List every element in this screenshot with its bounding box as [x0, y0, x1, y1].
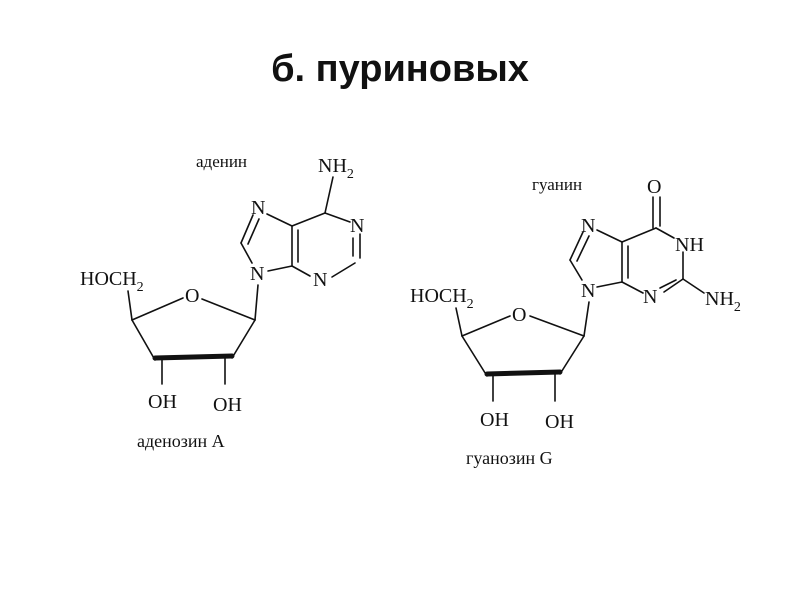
guanosine-hoch2: HOCH2 [410, 285, 474, 312]
adenine-amino-group: NH2 [318, 155, 354, 182]
adenosine-ribose-ring [127, 290, 256, 385]
guanosine-ring-oxygen: O [512, 304, 526, 326]
adenine-label: аденин [196, 152, 247, 171]
guanosine-caption: гуанозин G [466, 448, 553, 468]
adenine-n9: N [250, 263, 264, 285]
adenine-imidazole-ring [240, 213, 293, 272]
bond [682, 278, 705, 294]
slide-title: б. пуриновых [271, 48, 529, 90]
guanine-nh: NH [675, 234, 704, 256]
guanine-n9: N [581, 280, 595, 302]
adenosine-oh-left: OH [148, 391, 177, 413]
adenosine-caption: аденозин А [137, 431, 225, 451]
guanosine-ribose-ring [455, 307, 585, 402]
guanine-n7: N [581, 215, 595, 237]
guanine-n3: N [643, 286, 657, 308]
guanine-label: гуанин [532, 175, 582, 194]
adenosine-hoch2: HOCH2 [80, 268, 144, 295]
adenine-n7: N [251, 197, 265, 219]
guanine-pyrimidine-ring [621, 227, 684, 294]
glycosidic-bond [254, 284, 259, 321]
bond [324, 176, 334, 214]
adenosine-ring-oxygen: O [185, 285, 199, 307]
guanine-imidazole-ring [569, 229, 623, 288]
guanine-carbonyl-oxygen: O [647, 176, 661, 198]
glycosidic-bond [583, 301, 590, 337]
adenine-n3: N [313, 269, 327, 291]
guanosine-oh-right: OH [545, 411, 574, 433]
guanosine-oh-left: OH [480, 409, 509, 431]
adenine-n1: N [350, 215, 364, 237]
adenine-pyrimidine-ring [291, 212, 361, 278]
adenosine-structure: аденин NH2 [80, 152, 364, 451]
guanosine-structure: гуанин O N [410, 175, 741, 468]
guanine-amino-group: NH2 [705, 288, 741, 315]
adenosine-oh-right: OH [213, 394, 242, 416]
